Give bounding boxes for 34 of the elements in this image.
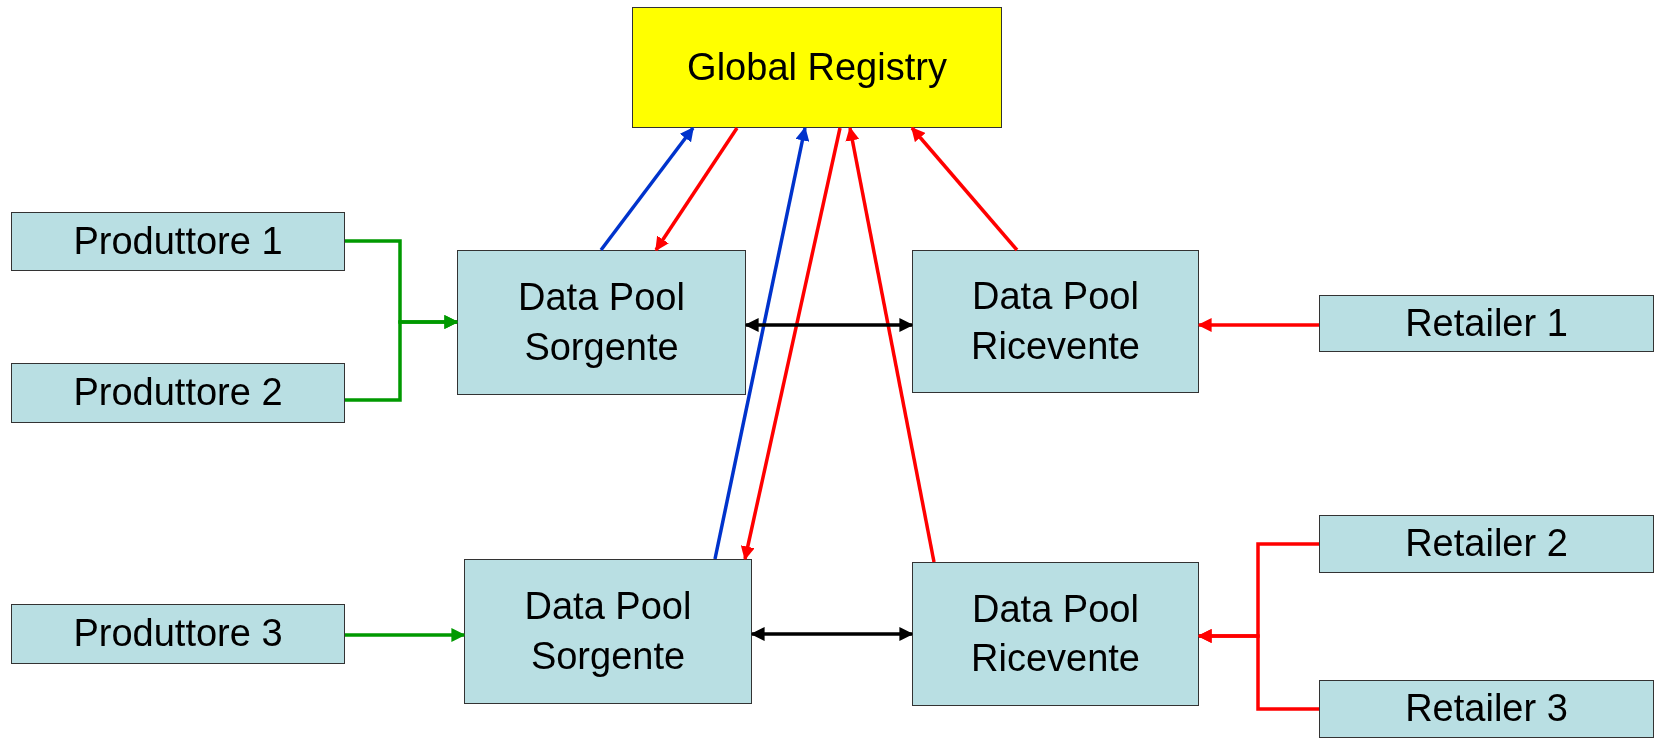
node-label: Produttore 3 bbox=[72, 611, 284, 657]
node-label: Data Pool Ricevente bbox=[970, 274, 1141, 369]
node-label: Produttore 2 bbox=[72, 370, 284, 416]
arrow bbox=[750, 627, 914, 641]
arrow bbox=[910, 126, 1019, 252]
arrow bbox=[654, 127, 739, 252]
process-box bbox=[464, 559, 752, 704]
arrow bbox=[345, 628, 466, 642]
process-box bbox=[1319, 295, 1654, 352]
arrow bbox=[845, 126, 936, 563]
process-box bbox=[11, 212, 345, 271]
process-box bbox=[457, 250, 746, 395]
process-box bbox=[1319, 680, 1654, 738]
arrow bbox=[345, 315, 459, 402]
node-label: Global Registry bbox=[686, 44, 948, 90]
node-label: Data Pool Sorgente bbox=[523, 584, 693, 679]
node-label: Retailer 2 bbox=[1404, 521, 1569, 567]
process-box bbox=[912, 250, 1199, 393]
process-box bbox=[11, 363, 345, 423]
arrow bbox=[1197, 318, 1319, 332]
arrow bbox=[1197, 629, 1319, 711]
node-label: Retailer 3 bbox=[1404, 686, 1569, 732]
process-box bbox=[912, 562, 1199, 706]
process-box bbox=[11, 604, 345, 664]
node-label: Data Pool Ricevente bbox=[970, 586, 1141, 681]
node-label: Produttore 1 bbox=[72, 218, 284, 264]
registry-box bbox=[632, 7, 1002, 128]
node-label: Retailer 1 bbox=[1404, 300, 1569, 346]
arrow bbox=[744, 318, 914, 332]
arrow bbox=[740, 127, 842, 561]
process-box bbox=[1319, 515, 1654, 573]
arrow bbox=[599, 126, 695, 252]
node-label: Data Pool Sorgente bbox=[517, 275, 686, 370]
arrow bbox=[713, 126, 810, 560]
